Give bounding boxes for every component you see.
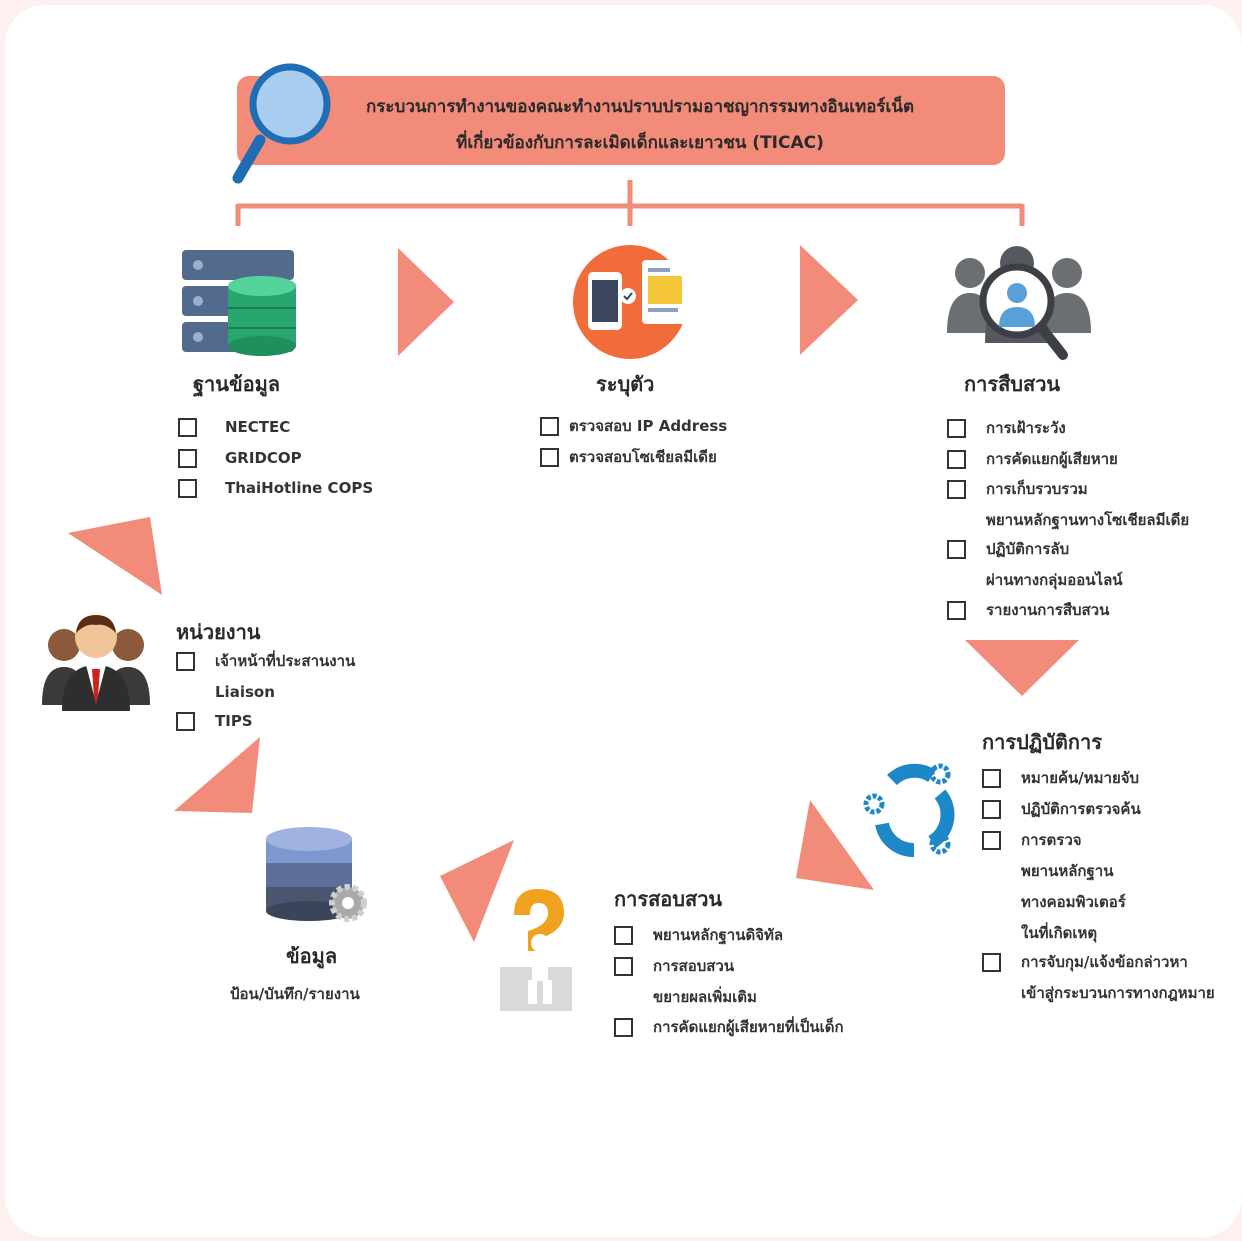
checkbox[interactable]: [947, 480, 966, 499]
investigation-item: รายงานการสืบสวน: [947, 601, 1109, 632]
checkbox[interactable]: [947, 419, 966, 438]
checkbox[interactable]: [614, 1018, 633, 1037]
business-people-icon: [42, 615, 150, 711]
checkbox[interactable]: [540, 417, 559, 436]
interrogation-item: การสอบสวน ขยายผลเพิ่มเติม: [614, 957, 757, 1019]
operation-item: การตรวจ พยานหลักฐาน ทางคอมพิวเตอร์ ในที่…: [982, 831, 1126, 955]
checkbox[interactable]: [614, 957, 633, 976]
checkbox[interactable]: [176, 712, 195, 731]
checkbox[interactable]: [982, 800, 1001, 819]
investigation-heading: การสืบสวน: [964, 372, 1061, 396]
checkbox[interactable]: [178, 449, 197, 468]
database-item-nectec: NECTEC: [178, 418, 290, 437]
checkbox[interactable]: [947, 450, 966, 469]
checkbox[interactable]: [947, 540, 966, 559]
connector-bracket: [235, 180, 1025, 226]
database-item-thaihotline: ThaiHotline COPS: [178, 479, 373, 498]
operation-item: การจับกุม/แจ้งข้อกล่าวหา เข้าสู่กระบวนกา…: [982, 953, 1215, 1015]
investigation-item: การเฝ้าระวัง: [947, 419, 1066, 450]
identify-item-social: ตรวจสอบโซเชียลมีเดีย: [540, 448, 717, 467]
checkbox[interactable]: [982, 953, 1001, 972]
checkbox[interactable]: [947, 601, 966, 620]
interrogation-item: พยานหลักฐานดิจิทัล: [614, 926, 783, 957]
agency-item: เจ้าหน้าที่ประสานงาน Liaison: [176, 652, 355, 714]
checkbox[interactable]: [614, 926, 633, 945]
checkbox[interactable]: [982, 769, 1001, 788]
investigation-item: ปฏิบัติการลับ ผ่านทางกลุ่มออนไลน์: [947, 540, 1123, 602]
agency-item: TIPS: [176, 712, 253, 743]
flow-arrow-up-left: [174, 737, 260, 813]
checkbox[interactable]: [176, 652, 195, 671]
flow-arrow-up-right: [68, 517, 162, 595]
operation-item: ปฏิบัติการตรวจค้น: [982, 800, 1141, 831]
operation-heading: การปฏิบัติการ: [982, 730, 1102, 754]
people-search-icon: [947, 246, 1091, 360]
investigation-item: การคัดแยกผู้เสียหาย: [947, 450, 1118, 481]
operation-item: หมายค้น/หมายจับ: [982, 769, 1139, 800]
title-banner: [237, 76, 1005, 165]
mobile-checklist-icon: [573, 245, 688, 359]
flow-arrow-down: [965, 640, 1079, 696]
checkbox[interactable]: [982, 831, 1001, 850]
interrogation-item: การคัดแยกผู้เสียหายที่เป็นเด็ก: [614, 1018, 844, 1049]
database-item-gridcop: GRIDCOP: [178, 449, 302, 468]
flow-arrow-down-left-2: [440, 840, 514, 942]
checkbox[interactable]: [540, 448, 559, 467]
checkbox[interactable]: [178, 479, 197, 498]
question-mark-person-icon: [500, 889, 572, 1011]
database-gear-icon: [266, 827, 367, 922]
database-heading: ฐานข้อมูล: [193, 372, 281, 396]
server-database-icon: [182, 250, 296, 356]
interrogation-heading: การสอบสวน: [614, 887, 723, 911]
flow-arrow-right-2: [800, 245, 858, 355]
data-heading: ข้อมูล: [286, 944, 338, 968]
title-line-2: ที่เกี่ยวข้องกับการละเมิดเด็กและเยาวชน (…: [456, 133, 824, 153]
checkbox[interactable]: [178, 418, 197, 437]
identify-item-ip: ตรวจสอบ IP Address: [540, 417, 727, 436]
identify-heading: ระบุตัว: [596, 372, 655, 396]
magnifier-icon: [232, 63, 331, 184]
gears-cycle-icon: [863, 763, 955, 857]
flow-arrow-down-left-1: [796, 800, 874, 890]
agency-heading: หน่วยงาน: [176, 620, 261, 644]
investigation-item: การเก็บรวบรวม พยานหลักฐานทางโซเชียลมีเดี…: [947, 480, 1189, 542]
flow-arrow-right-1: [398, 248, 454, 356]
title-line-1: กระบวนการทำงานของคณะทำงานปราบปรามอาชญากร…: [365, 97, 915, 117]
data-subheading: ป้อน/บันทึก/รายงาน: [230, 985, 360, 1003]
